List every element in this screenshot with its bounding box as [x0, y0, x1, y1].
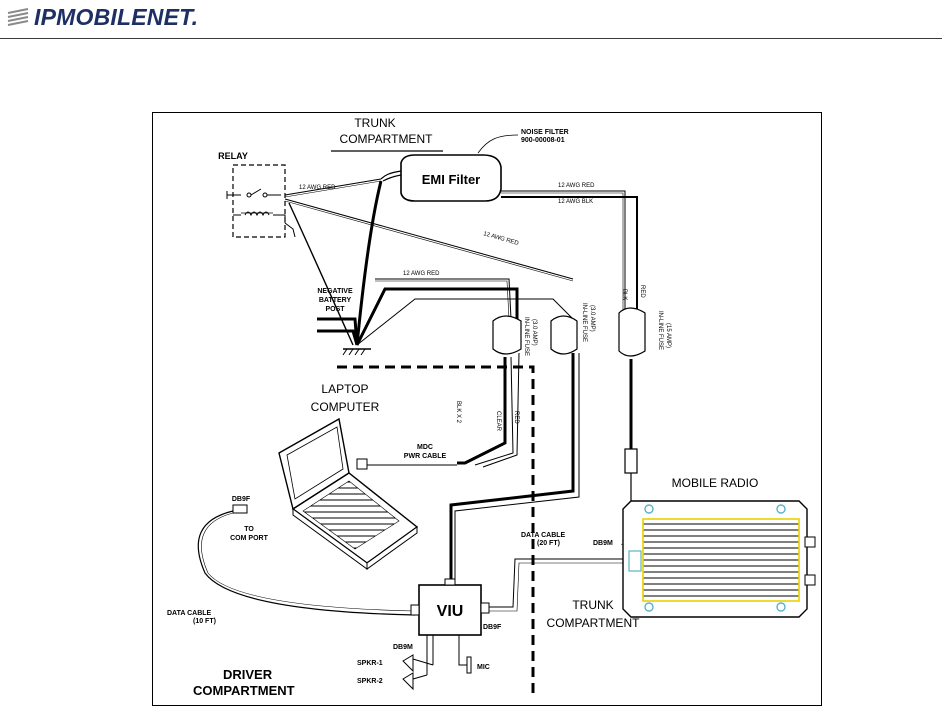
wire-12awg-red-relay: 12 AWG RED [299, 185, 336, 191]
trunk-compartment-top-line2: COMPARTMENT [340, 132, 434, 146]
inline-fuse-3-label: IN-LINE FUSE [657, 311, 663, 350]
spkr2-label: SPKR-2 [357, 678, 383, 685]
trunk-compartment-bottom-line2: COMPARTMENT [547, 616, 641, 630]
inline-fuse-15a [618, 307, 646, 357]
data-cable-20-line2: (20 FT) [537, 540, 560, 547]
compartment-divider [337, 365, 535, 697]
inline-fuse-2 [550, 315, 578, 355]
relay-label: RELAY [218, 151, 248, 161]
mic-icon [458, 649, 472, 674]
speaker-2-icon [402, 672, 428, 691]
spkr1-label: SPKR-1 [357, 660, 383, 667]
ipmobilenet-logo: IPMOBILENET. [6, 4, 198, 31]
viu-label: VIU [437, 603, 464, 620]
radio-antenna-1 [804, 536, 816, 548]
relay-box [232, 164, 286, 238]
db9f-top-connector [232, 504, 248, 514]
wire-12awg-red-right: 12 AWG RED [558, 183, 595, 189]
driver-compartment-line2: COMPARTMENT [193, 683, 295, 698]
data-cable-10ft [197, 510, 416, 616]
trunk-compartment-bottom-line1: TRUNK [572, 598, 613, 612]
logo-text: IPMOBILENET. [34, 4, 199, 30]
wiring-diagram: TRUNK COMPARTMENT NOISE FILTER 900-00008… [152, 112, 822, 706]
page-header: IPMOBILENET. [0, 0, 942, 40]
noise-filter-part-number: 900-00008-01 [521, 137, 565, 144]
trunk-compartment-top-line1: TRUNK [354, 116, 395, 130]
mdc-pwr-connector [356, 458, 368, 470]
emi-filter-box [400, 154, 502, 202]
to-com-port-line2: COM PORT [230, 535, 268, 542]
noise-filter-label: NOISE FILTER [521, 129, 569, 136]
data-cable-10-line1: DATA CABLE [167, 610, 212, 617]
radio-j1-port [628, 550, 642, 572]
radio-power-connector [624, 448, 638, 474]
db9m-right-label: DB9M [593, 540, 613, 547]
to-com-port-line1: TO [244, 526, 254, 533]
wire-12awg-red-mid: 12 AWG RED [403, 271, 440, 277]
mic-label: MIC [477, 664, 490, 671]
inline-fuse-3-rating: (15 AMP) [665, 323, 671, 348]
blk-label: BLK [621, 289, 627, 300]
data-cable-20-line1: DATA CABLE [521, 532, 566, 539]
driver-compartment-line1: DRIVER [223, 667, 273, 682]
emi-filter-label: EMI Filter [422, 172, 481, 187]
wire-12awg-red-diag: 12 AWG RED [482, 231, 519, 247]
mobile-radio-label: MOBILE RADIO [672, 476, 759, 490]
wire-12awg-blk: 12 AWG BLK [558, 199, 593, 205]
radio-heatsink [642, 518, 800, 602]
header-divider [0, 38, 942, 39]
laptop-illustration [278, 417, 419, 570]
inline-fuse-1-rating: (3.0 AMP) [531, 319, 537, 346]
red2-label: RED [513, 411, 519, 424]
db9f-top-label: DB9F [232, 496, 251, 503]
laptop-computer-line1: LAPTOP [321, 382, 368, 396]
inline-fuse-1-label: IN-LINE FUSE [523, 317, 529, 356]
radio-antenna-2 [804, 574, 816, 586]
logo-stripes-icon [7, 7, 29, 26]
blk-x2-label: BLK X 2 [455, 401, 461, 424]
inline-fuse-2-label: IN-LINE FUSE [581, 303, 587, 342]
speaker-1-icon [402, 654, 434, 673]
inline-fuse-1 [492, 315, 522, 355]
inline-fuse-2-rating: (3.0 AMP) [589, 305, 595, 332]
negative-battery-post-line1: NEGATIVE [317, 288, 353, 295]
noise-filter-leader [477, 134, 519, 154]
red-label: RED [639, 285, 645, 298]
db9f-viu-label: DB9F [483, 624, 502, 631]
wiring-diagram-svg: TRUNK COMPARTMENT NOISE FILTER 900-00008… [167, 116, 816, 698]
laptop-computer-line2: COMPUTER [311, 400, 380, 414]
clear-label: CLEAR [495, 411, 501, 432]
data-cable-10-line2: (10 FT) [193, 618, 216, 625]
negative-battery-post-line2: BATTERY [319, 297, 352, 304]
db9m-viu-label: DB9M [393, 644, 413, 651]
mdc-pwr-cable-line1: MDC [417, 444, 433, 451]
negative-battery-post-line3: POST [325, 306, 345, 313]
mobile-radio-unit [622, 500, 816, 618]
mdc-pwr-cable-line2: PWR CABLE [404, 453, 447, 460]
